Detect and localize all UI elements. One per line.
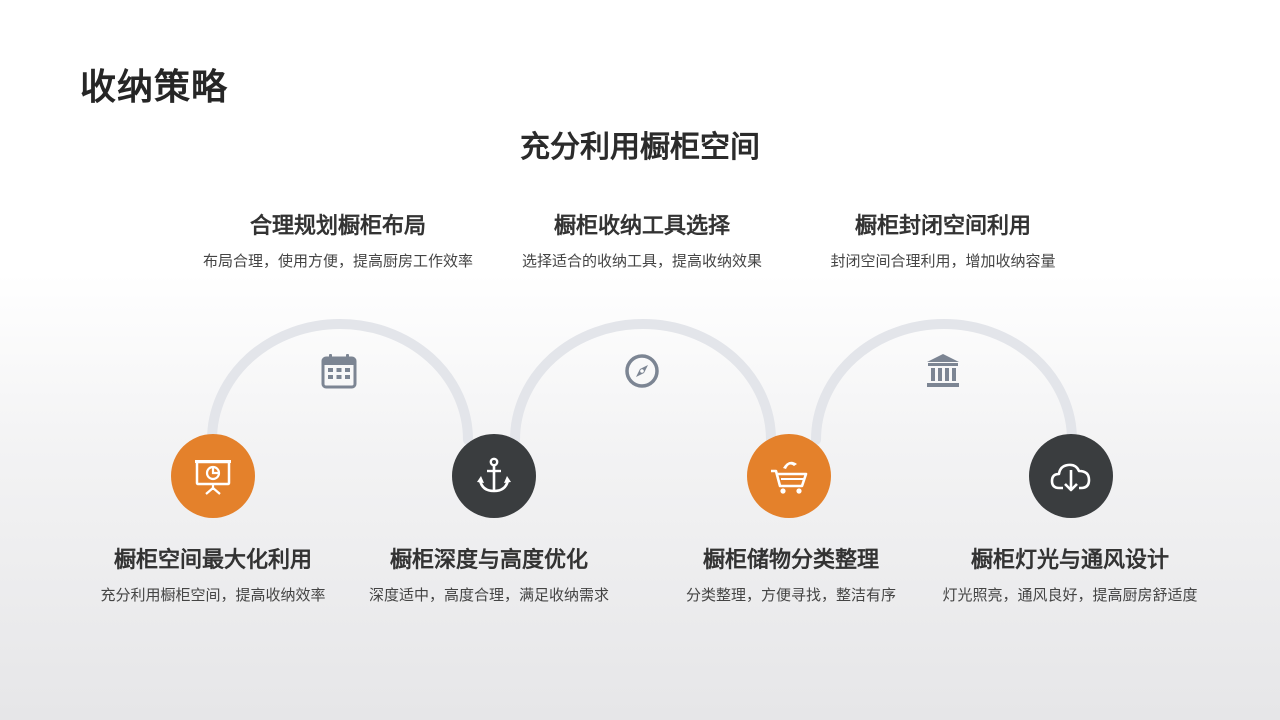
slide-subtitle: 充分利用橱柜空间 (520, 130, 760, 165)
step-circle-3 (747, 434, 831, 518)
top-item-desc: 选择适合的收纳工具，提高收纳效果 (521, 252, 762, 270)
step-circle-4 (1029, 434, 1113, 518)
compass-icon (625, 354, 659, 388)
top-item-2: 橱柜收纳工具选择 选择适合的收纳工具，提高收纳效果 (492, 212, 792, 272)
bottom-item-3: 橱柜储物分类整理 分类整理，方便寻找，整洁有序 (641, 546, 941, 606)
shopping-cart-icon (771, 461, 808, 494)
bottom-item-heading: 橱柜空间最大化利用 (113, 548, 312, 573)
bottom-item-1: 橱柜空间最大化利用 充分利用橱柜空间，提高收纳效率 (63, 546, 363, 606)
arc-1 (207, 319, 473, 445)
bottom-item-desc: 深度适中，高度合理，满足收纳需求 (368, 586, 609, 604)
bottom-item-desc: 充分利用橱柜空间，提高收纳效率 (100, 586, 326, 604)
bottom-item-desc: 分类整理，方便寻找，整洁有序 (685, 586, 896, 604)
top-item-desc: 封闭空间合理利用，增加收纳容量 (830, 252, 1056, 270)
top-item-3: 橱柜封闭空间利用 封闭空间合理利用，增加收纳容量 (793, 212, 1093, 272)
top-item-1: 合理规划橱柜布局 布局合理，使用方便，提高厨房工作效率 (188, 212, 488, 272)
bottom-item-2: 橱柜深度与高度优化 深度适中，高度合理，满足收纳需求 (339, 546, 639, 606)
top-item-heading: 橱柜收纳工具选择 (553, 214, 730, 239)
top-item-heading: 合理规划橱柜布局 (249, 214, 426, 239)
bank-icon (927, 354, 959, 387)
arc-3 (811, 319, 1077, 445)
bottom-item-heading: 橱柜深度与高度优化 (389, 548, 588, 573)
presentation-board-icon (195, 460, 231, 495)
bottom-item-heading: 橱柜储物分类整理 (702, 548, 879, 573)
cloud-download-icon (1050, 463, 1091, 492)
step-circle-2 (452, 434, 536, 518)
arc-2 (510, 319, 776, 445)
step-circle-1 (171, 434, 255, 518)
bottom-item-heading: 橱柜灯光与通风设计 (970, 548, 1169, 573)
calendar-icon (321, 354, 357, 389)
bottom-item-desc: 灯光照亮，通风良好，提高厨房舒适度 (942, 586, 1198, 604)
top-item-desc: 布局合理，使用方便，提高厨房工作效率 (202, 252, 473, 270)
slide-title: 收纳策略 (80, 67, 229, 108)
top-item-heading: 橱柜封闭空间利用 (854, 214, 1031, 239)
bottom-item-4: 橱柜灯光与通风设计 灯光照亮，通风良好，提高厨房舒适度 (920, 546, 1220, 606)
anchor-icon (477, 457, 511, 493)
